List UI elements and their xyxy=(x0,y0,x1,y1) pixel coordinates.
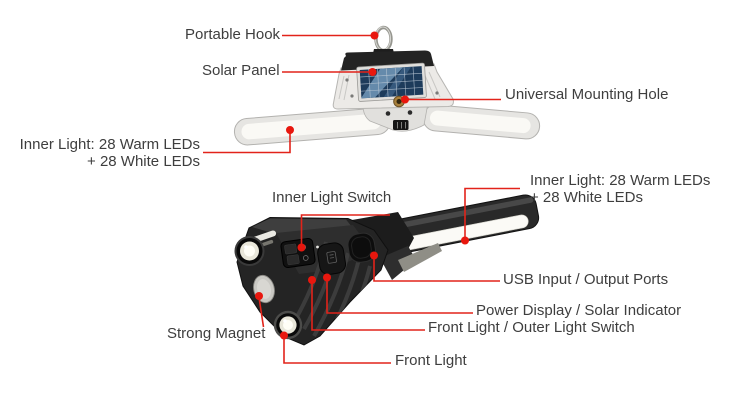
label-portable-hook: Portable Hook xyxy=(185,26,281,43)
folding-solar-lamp xyxy=(233,25,541,146)
label-inner-light-top: Inner Light: 28 Warm LEDs + 28 White LED… xyxy=(0,136,200,170)
dot-strong-magnet xyxy=(255,292,263,300)
label-inner-light-bottom: Inner Light: 28 Warm LEDs + 28 White LED… xyxy=(530,172,710,206)
leader-front-light xyxy=(283,337,391,364)
leader-inner-light-top xyxy=(203,132,291,154)
label-front-light: Front Light xyxy=(395,352,467,369)
leader-lines xyxy=(203,34,520,364)
flashlight-arm xyxy=(386,194,540,255)
label-usb-ports: USB Input / Output Ports xyxy=(503,271,669,288)
label-strong-magnet: Strong Magnet xyxy=(167,325,266,342)
flashlight-reflector-wedge xyxy=(398,243,442,272)
label-front-light-switch: Front Light / Outer Light Switch xyxy=(428,319,635,336)
side-cover-graphic xyxy=(347,232,376,263)
leader-inner-light-switch xyxy=(300,214,390,245)
dot-front-light xyxy=(280,331,288,340)
front-light-top-graphic xyxy=(234,236,265,266)
leader-front-light-switch xyxy=(311,282,425,331)
label-inner-light-bottom-line1: Inner Light: 28 Warm LEDs xyxy=(530,172,711,189)
leader-strong-magnet xyxy=(258,297,265,328)
inner-light-switch-graphic xyxy=(280,237,316,269)
lamp-hinge xyxy=(362,102,429,132)
usb-cover-graphic xyxy=(317,242,347,275)
dot-inner-light-bottom xyxy=(461,236,469,245)
leader-usb-ports xyxy=(373,257,500,282)
label-power-display: Power Display / Solar Indicator xyxy=(476,302,682,319)
flashlight-neck-facet xyxy=(380,246,416,280)
handheld-flashlight xyxy=(234,194,540,346)
label-solar-panel: Solar Panel xyxy=(202,62,280,79)
lamp-right-arm xyxy=(422,104,541,140)
dot-portable-hook xyxy=(370,31,379,40)
lamp-left-arm xyxy=(233,107,391,146)
dot-inner-light-top xyxy=(286,126,294,134)
dot-universal-mounting-hole xyxy=(401,95,409,104)
dot-usb-ports xyxy=(370,251,378,260)
dot-solar-panel xyxy=(368,68,377,76)
dot-inner-light-switch xyxy=(297,243,306,252)
callout-dots xyxy=(255,31,469,340)
label-inner-light-bottom-line2: + 28 White LEDs xyxy=(530,189,643,206)
label-inner-light-switch: Inner Light Switch xyxy=(272,189,392,206)
label-universal-mounting-hole: Universal Mounting Hole xyxy=(505,86,669,103)
leader-power-display xyxy=(326,279,473,314)
front-light-bottom-graphic xyxy=(273,310,303,340)
leader-inner-light-bottom xyxy=(464,187,520,238)
dot-front-light-switch xyxy=(308,276,316,284)
label-inner-light-top-line1: Inner Light: 28 Warm LEDs xyxy=(19,136,200,153)
label-inner-light-top-line2: + 28 White LEDs xyxy=(87,153,200,170)
dot-power-display xyxy=(323,273,331,282)
solar-panel-graphic xyxy=(356,62,427,102)
